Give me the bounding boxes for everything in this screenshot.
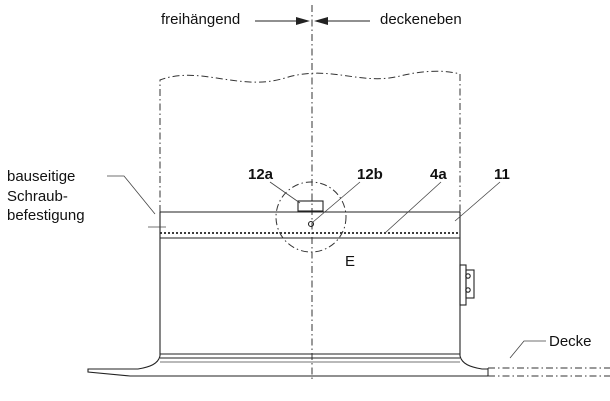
duct-body [159, 211, 461, 363]
label-deckeneben: deckeneben [380, 11, 462, 28]
callout-11: 11 [494, 166, 510, 183]
label-detail-e: E [345, 253, 356, 270]
component-12a [297, 200, 324, 212]
callout-4a: 4a [430, 166, 447, 183]
position-arrows [255, 17, 370, 25]
bottom-flange [87, 355, 489, 377]
ceiling-outline [487, 367, 610, 377]
leader-lines [107, 175, 546, 359]
callout-12a: 12a [248, 166, 274, 183]
callout-12b: 12b [357, 166, 383, 183]
component-12b-point [307, 220, 315, 228]
side-clamp [459, 264, 475, 306]
label-freihaengend: freihängend [161, 11, 241, 28]
label-bauseitige-line1: bauseitige [7, 168, 76, 185]
duct-phantom-outline [159, 70, 461, 212]
detail-circle-e [275, 181, 347, 253]
label-decke: Decke [549, 333, 592, 350]
label-bauseitige-line3: befestigung [7, 207, 85, 224]
label-bauseitige-line2: Schraub- [7, 188, 68, 205]
